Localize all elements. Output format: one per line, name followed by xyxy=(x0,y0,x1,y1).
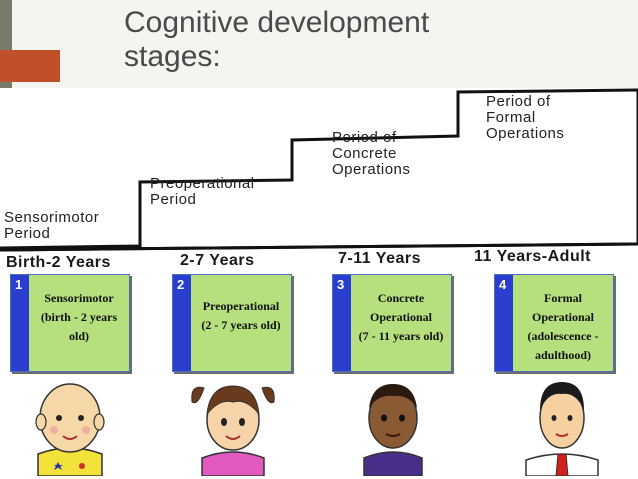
step-formal: Period of Formal Operations xyxy=(486,94,564,142)
card-text-line: (7 - 11 years old) xyxy=(358,329,444,343)
step-label-line: Formal xyxy=(486,109,536,126)
staircase-diagram: Sensorimotor Period Preoperational Perio… xyxy=(0,88,638,271)
title-line-2: stages: xyxy=(124,40,221,73)
step-label-line: Period of xyxy=(486,93,551,110)
card-text: Concrete Operational (7 - 11 years old) xyxy=(353,289,449,346)
step-concrete: Period of Concrete Operations xyxy=(332,130,410,178)
stage-card-4: 4 Formal Operational (adolescence - adul… xyxy=(494,274,614,372)
card-text-line: adulthood) xyxy=(534,348,592,362)
step-label-line: Operations xyxy=(332,161,411,178)
accent-tab xyxy=(0,50,60,82)
card-text-line: (birth - 2 years xyxy=(40,310,118,324)
step-label-line: Preoperational xyxy=(150,175,255,192)
step-sensorimotor: Sensorimotor Period xyxy=(4,210,99,242)
staircase-baseline xyxy=(0,242,638,252)
card-text: Preoperational (2 - 7 years old) xyxy=(193,297,289,335)
staircase-lines xyxy=(0,88,638,252)
card-number-bar xyxy=(495,275,513,371)
card-text-line: Sensorimotor xyxy=(44,291,114,305)
age-range-3: 7-11 Years xyxy=(338,250,422,267)
girl-face-icon xyxy=(191,385,275,476)
age-range-1: Birth-2 Years xyxy=(6,254,111,271)
baby-face-icon xyxy=(35,383,105,476)
stage-card-2: 2 Preoperational (2 - 7 years old) xyxy=(172,274,292,372)
card-text: Formal Operational (adolescence - adulth… xyxy=(515,289,611,365)
stage-cards: 1 Sensorimotor (birth - 2 years old) 2 P… xyxy=(0,270,638,479)
card-number: 3 xyxy=(337,277,345,292)
step-label-line: Operations xyxy=(486,125,565,142)
card-number: 4 xyxy=(499,277,507,292)
card-number-bar xyxy=(173,275,191,371)
age-range-4: 11 Years-Adult xyxy=(474,248,591,265)
slide-title: Cognitive development stages: xyxy=(124,6,544,74)
stage-card-3: 3 Concrete Operational (7 - 11 years old… xyxy=(332,274,452,372)
age-range-2: 2-7 Years xyxy=(180,252,255,269)
card-text-line: Preoperational xyxy=(202,299,280,313)
card-number-bar xyxy=(11,275,29,371)
stage-card-1: 1 Sensorimotor (birth - 2 years old) xyxy=(10,274,130,372)
step-label-line: Period xyxy=(150,191,197,208)
card-text-line: (2 - 7 years old) xyxy=(201,318,281,332)
card-text: Sensorimotor (birth - 2 years old) xyxy=(31,289,127,346)
adult-man-face-icon xyxy=(525,382,599,476)
step-preoperational: Preoperational Period xyxy=(150,176,255,208)
boy-face-icon xyxy=(363,384,423,476)
step-label-line: Period of xyxy=(332,129,397,146)
step-label-line: Period xyxy=(4,225,51,242)
step-label-line: Concrete xyxy=(332,145,397,162)
title-line-1: Cognitive development xyxy=(124,6,430,39)
card-text-line: (adolescence - xyxy=(527,329,599,343)
card-number-bar xyxy=(333,275,351,371)
step-label-line: Sensorimotor xyxy=(4,209,100,226)
card-text-line: Operational xyxy=(370,310,432,324)
staircase-outline xyxy=(0,88,638,252)
card-text-line: Concrete xyxy=(377,291,425,305)
card-text-line: Formal Operational xyxy=(532,291,594,324)
card-text-line: old) xyxy=(68,329,89,343)
card-number: 1 xyxy=(15,277,23,292)
card-number: 2 xyxy=(177,277,185,292)
